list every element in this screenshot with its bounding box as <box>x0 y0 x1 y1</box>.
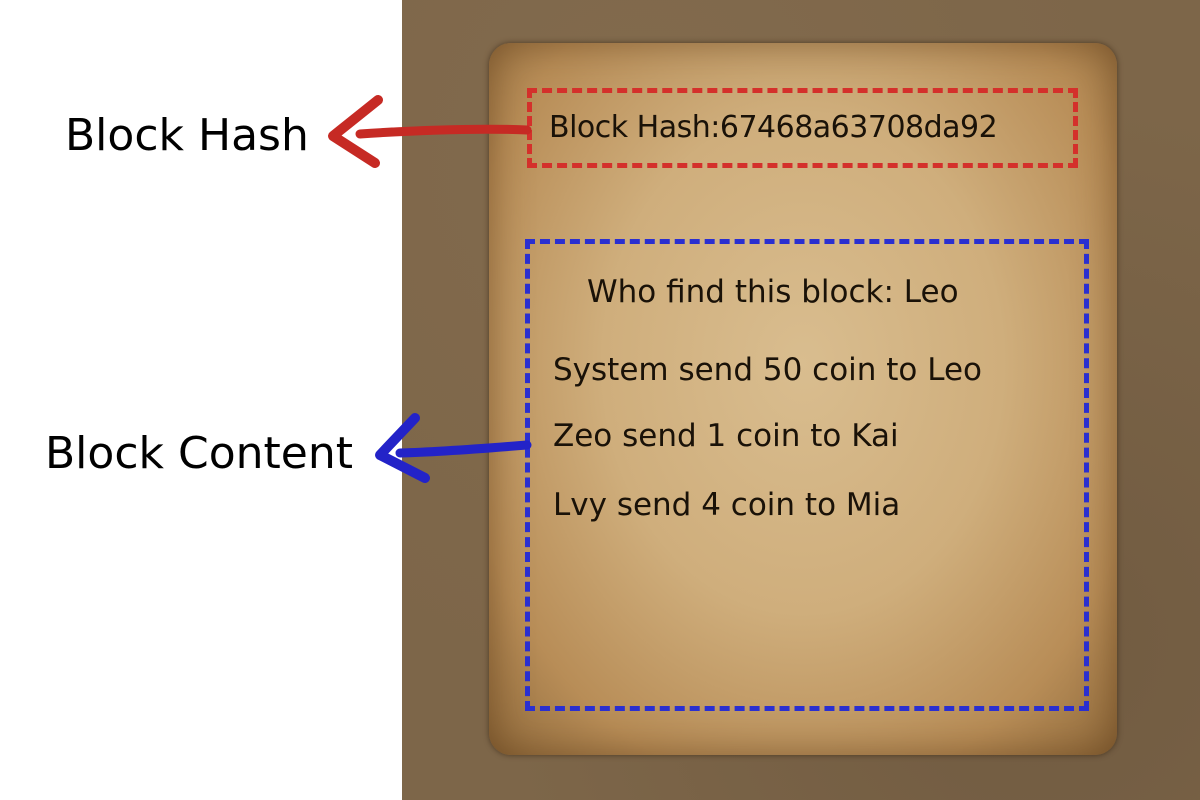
block-parchment <box>489 43 1117 755</box>
transaction-item: System send 50 coin to Leo <box>553 352 983 388</box>
block-content-region <box>525 239 1089 711</box>
block-hash-label: Block Hash <box>65 110 309 161</box>
transaction-item: Zeo send 1 coin to Kai <box>553 418 899 454</box>
block-content-label: Block Content <box>45 428 353 479</box>
transaction-item: Lvy send 4 coin to Mia <box>553 487 901 523</box>
block-hash-value: Block Hash:67468a63708da92 <box>549 110 998 145</box>
block-finder: Who find this block: Leo <box>587 274 959 310</box>
